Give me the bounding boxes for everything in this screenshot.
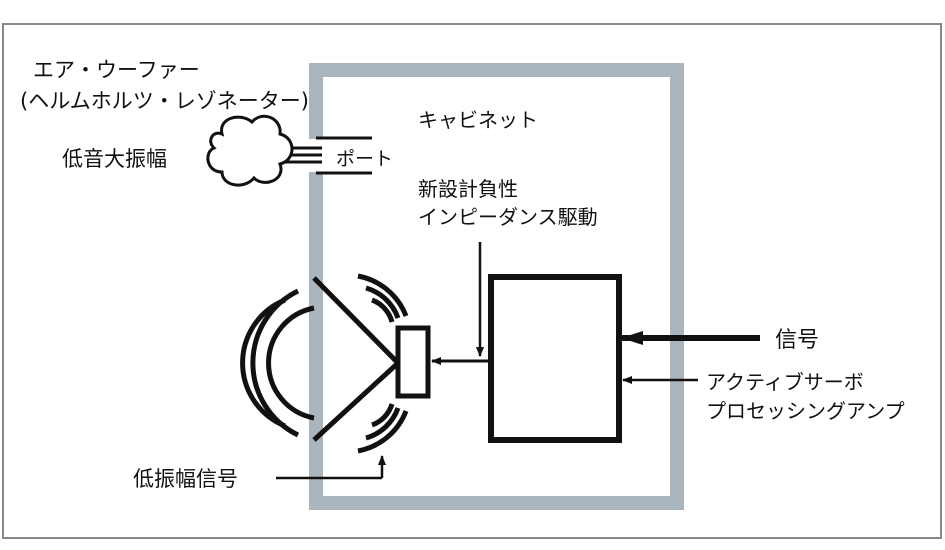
cloud-icon: [206, 114, 294, 187]
speaker-cone: [312, 276, 431, 442]
cabinet-label: キャビネット: [418, 108, 538, 132]
air-woofer-label-1: エア・ウーファー: [33, 58, 200, 82]
new-design-label-2: インピーダンス駆動: [418, 205, 598, 229]
amp-label-2: プロセッシングアンプ: [706, 399, 905, 423]
amplifier-box: [488, 274, 622, 443]
new-design-label-1: 新設計負性: [418, 177, 518, 201]
signal-label: 信号: [775, 328, 819, 353]
sound-wave-icon: [240, 288, 315, 438]
low-freq-amp-label: 低音大振幅: [62, 147, 167, 171]
outer-frame: [2, 23, 942, 539]
sound-wave-icon-upper: [357, 273, 409, 323]
sound-wave-icon-lower: [357, 403, 409, 454]
amp-label-1: アクティブサーボ: [706, 370, 864, 394]
port-label: ポート: [336, 148, 393, 170]
air-woofer-label-2: (ヘルムホルツ・レゾネーター): [20, 89, 309, 113]
low-amp-signal-label: 低振幅信号: [133, 467, 238, 491]
